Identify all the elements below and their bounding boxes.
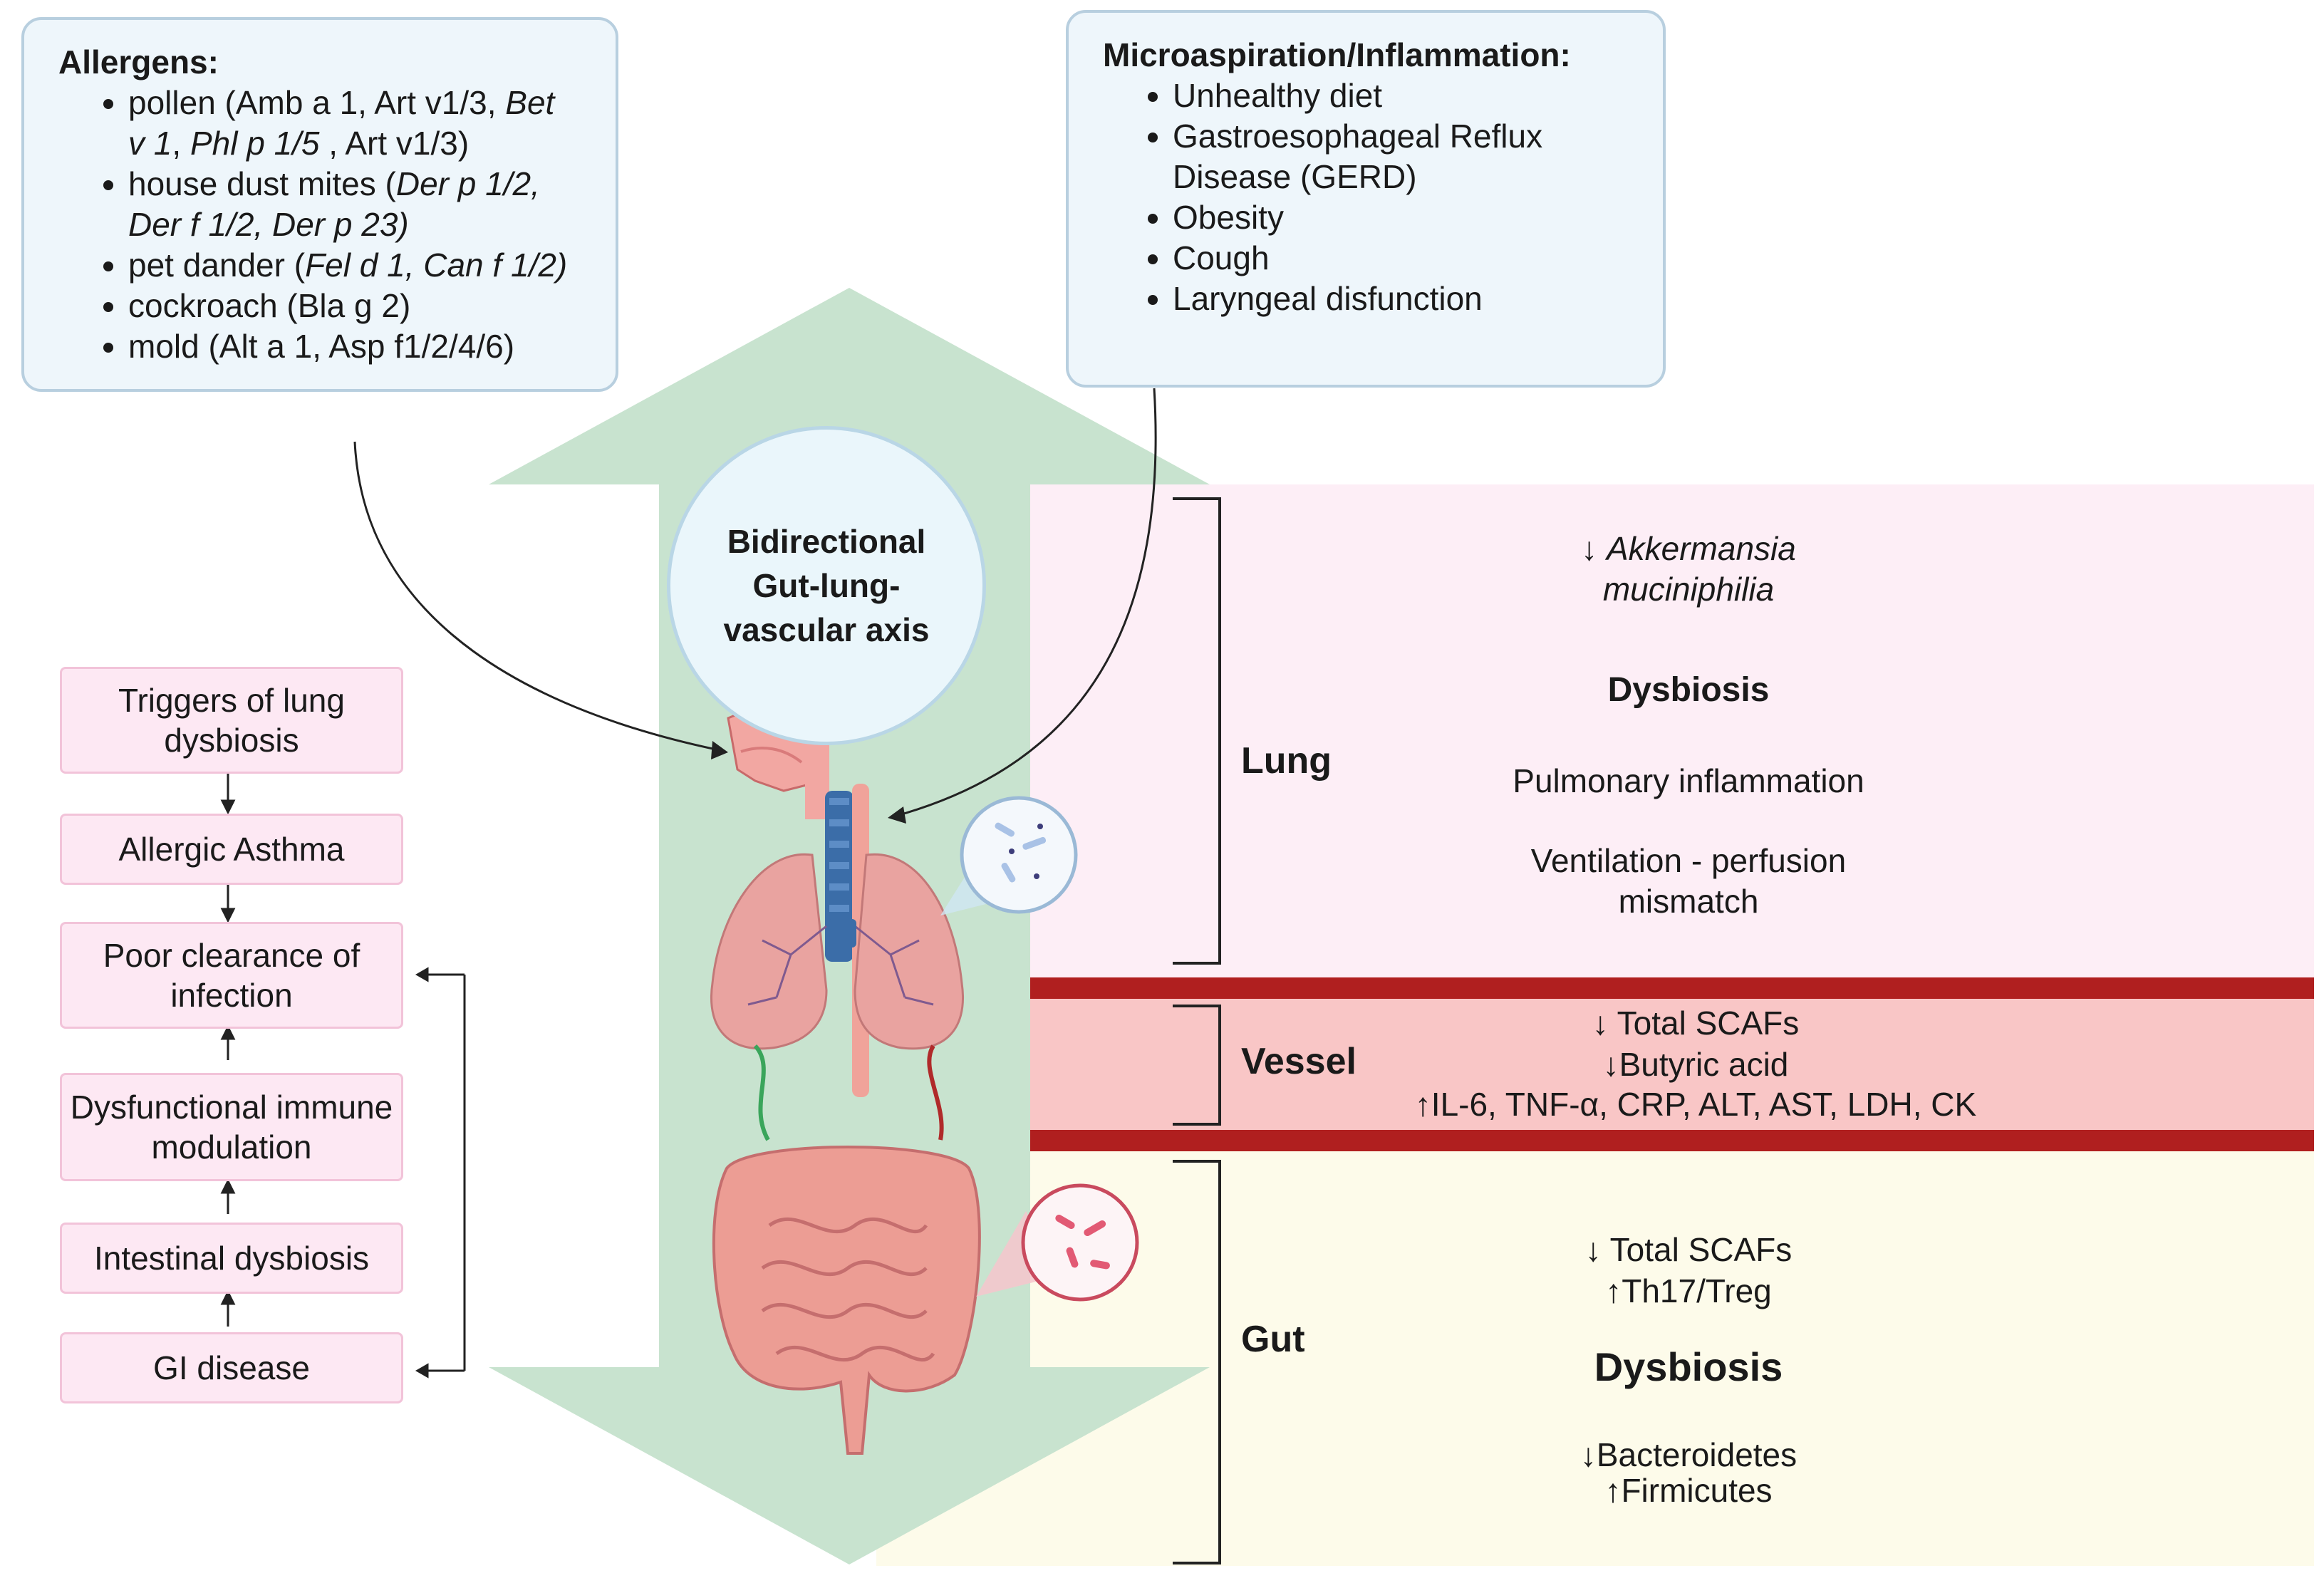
microaspiration-arrowhead: [888, 806, 906, 824]
vessel-band-top: [1030, 977, 2314, 999]
lung-label: Lung: [1241, 740, 1332, 782]
gut-th17: ↑Th17/Treg: [1605, 1272, 1772, 1309]
vessel-butyric: ↓Butyric acid: [1602, 1046, 1789, 1083]
lung-microbiome-illustration: [940, 796, 1078, 915]
microaspiration-list: Unhealthy diet Gastroesophageal RefluxDi…: [1103, 76, 1663, 319]
allergen-item: pet dander (Fel d 1, Can f 1/2): [128, 245, 616, 286]
microaspiration-item: Cough: [1173, 238, 1663, 279]
flow-box-triggers: Triggers of lung dysbiosis: [60, 667, 403, 774]
allergen-item: pollen (Amb a 1, Art v1/3, Bet v 1, Phl …: [128, 83, 616, 164]
microaspiration-title: Microaspiration/Inflammation:: [1103, 36, 1571, 73]
allergen-item: mold (Alt a 1, Asp f1/2/4/6): [128, 326, 616, 367]
allergen-item: cockroach (Bla g 2): [128, 286, 616, 326]
intestines-illustration: [712, 1146, 981, 1455]
allergen-item: house dust mites (Der p 1/2, Der f 1/2, …: [128, 164, 616, 245]
lung-dysbiosis: Dysbiosis: [1607, 671, 1770, 709]
vessel-scafs: ↓ Total SCAFs: [1592, 1005, 1800, 1042]
gut-scafs: ↓ Total SCAFs: [1584, 1231, 1793, 1268]
flow-box-immune: Dysfunctional immune modulation: [60, 1073, 403, 1181]
akkermansia-text: ↓ Akkermansia muciniphilia: [1581, 530, 1796, 608]
gut-firmicutes: ↑Firmicutes: [1604, 1472, 1773, 1509]
microaspiration-item: Laryngeal disfunction: [1173, 279, 1663, 319]
flow-box-poor-clearance: Poor clearance of infection: [60, 922, 403, 1029]
vessel-label: Vessel: [1241, 1041, 1356, 1082]
gut-microbiome-illustration: [976, 1183, 1139, 1302]
allergen-arrowhead: [711, 741, 728, 759]
gut-dysbiosis: Dysbiosis: [1594, 1344, 1783, 1389]
lungs-illustration: [710, 853, 964, 1050]
axis-circle-label: Bidirectional Gut-lung-vascular axis: [723, 523, 930, 648]
microaspiration-callout: Microaspiration/Inflammation: Unhealthy …: [1066, 10, 1666, 388]
axis-circle: Bidirectional Gut-lung-vascular axis: [667, 426, 986, 745]
flow-box-intestinal: Intestinal dysbiosis: [60, 1223, 403, 1294]
microaspiration-item: Obesity: [1173, 197, 1663, 238]
microaspiration-connector: [898, 388, 1157, 816]
flow-box-gi-disease: GI disease: [60, 1332, 403, 1403]
vessel-markers: ↑IL-6, TNF-α, CRP, ALT, AST, LDH, CK: [1414, 1086, 1977, 1123]
gut-label: Gut: [1241, 1319, 1305, 1360]
allergens-title: Allergens:: [58, 43, 219, 81]
region-brackets: [1173, 497, 1221, 1564]
flow-arrows: [220, 774, 466, 1379]
green-vessel: [753, 1044, 770, 1141]
vessel-band-bottom: [1030, 1130, 2314, 1151]
red-vessel: [927, 1044, 944, 1141]
gut-bacteroidetes: ↓Bacteroidetes: [1579, 1436, 1798, 1473]
allergen-connector: [353, 441, 717, 751]
allergens-callout: Allergens: pollen (Amb a 1, Art v1/3, Be…: [21, 17, 618, 392]
lung-panel: [1030, 484, 2314, 979]
flow-box-asthma: Allergic Asthma: [60, 814, 403, 885]
pulmonary-inflammation: Pulmonary inflammation: [1513, 762, 1864, 799]
allergens-list: pollen (Amb a 1, Art v1/3, Bet v 1, Phl …: [58, 83, 616, 367]
microaspiration-item: Unhealthy diet: [1173, 76, 1663, 116]
vessel-panel: [1030, 979, 2314, 1133]
